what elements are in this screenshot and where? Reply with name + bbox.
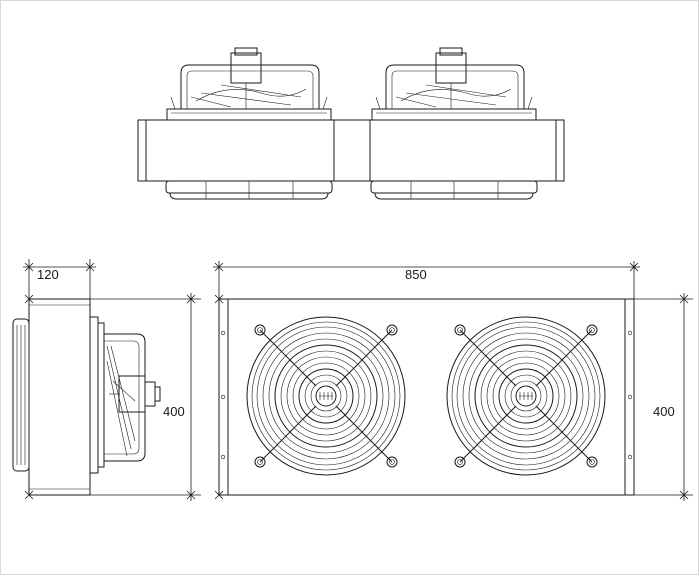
front-height-label: 400 xyxy=(653,404,675,419)
front-dimensions: 850 400 xyxy=(213,261,693,501)
front-fan-left xyxy=(246,316,406,476)
top-fan-left xyxy=(165,47,333,200)
side-view xyxy=(12,298,161,496)
top-view xyxy=(137,47,565,200)
side-height-label: 400 xyxy=(163,404,185,419)
side-depth-label: 120 xyxy=(37,267,59,282)
top-housing xyxy=(137,119,565,182)
top-fan-right xyxy=(370,47,538,200)
front-view xyxy=(218,298,635,496)
front-fan-right xyxy=(446,316,606,476)
front-width-label: 850 xyxy=(405,267,427,282)
side-dimensions: 120 400 xyxy=(23,259,201,501)
